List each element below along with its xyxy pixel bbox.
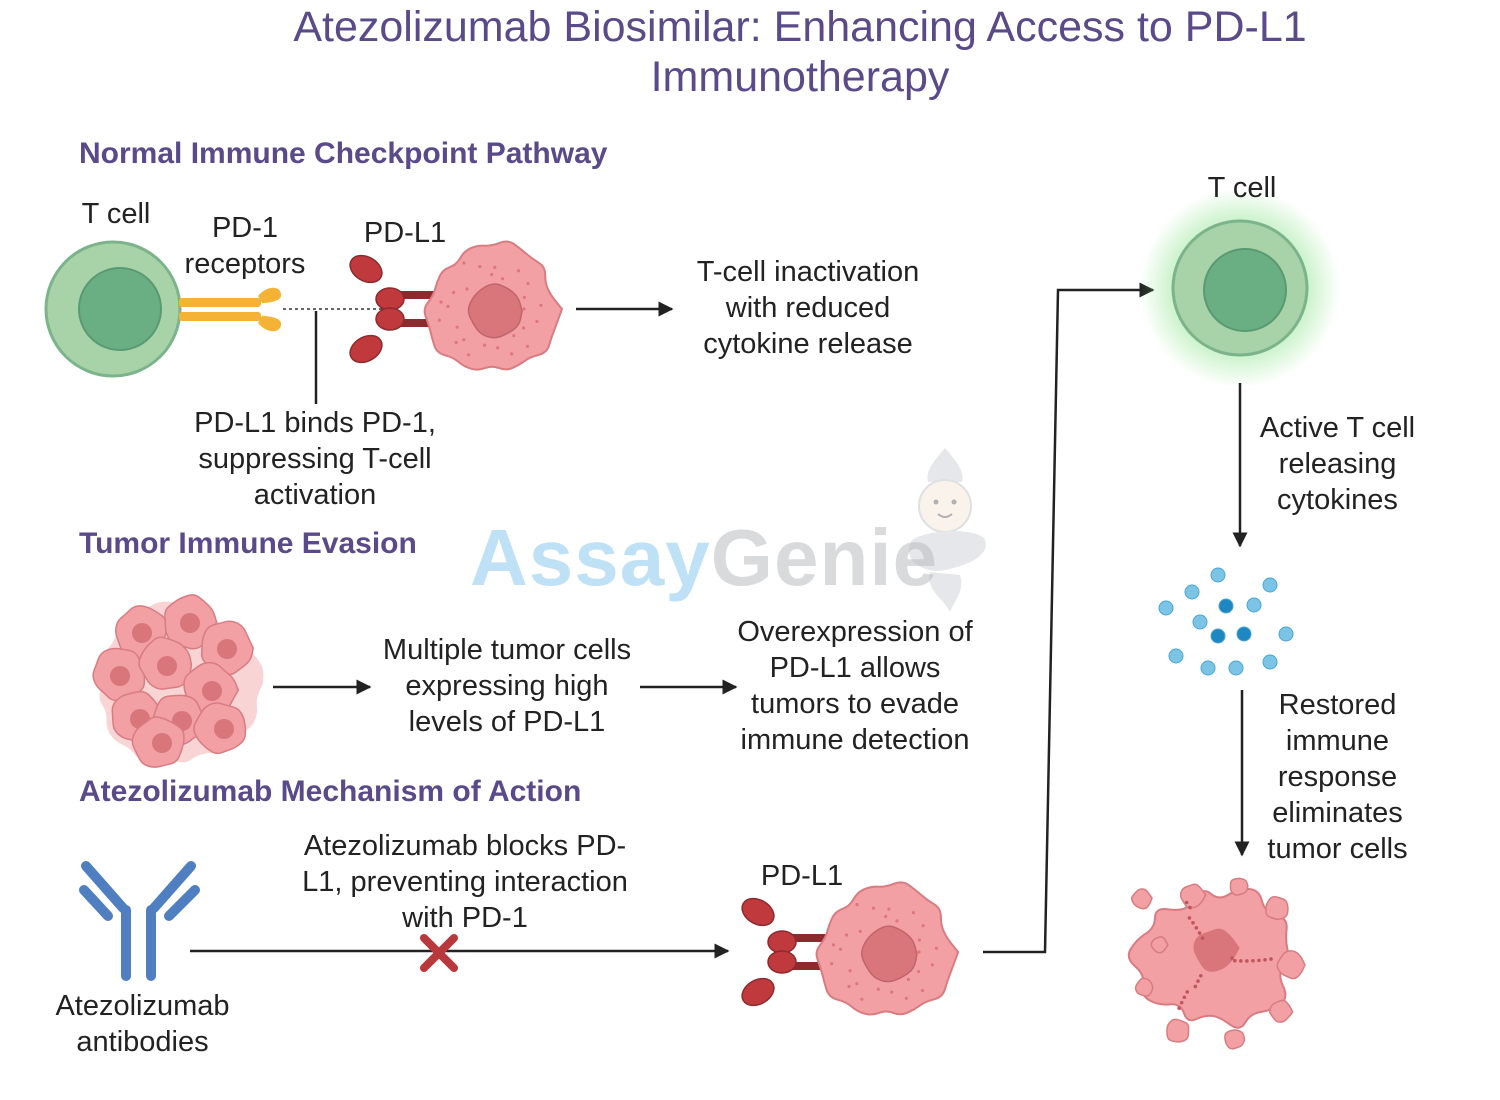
- inactivation-outcome: T-cell inactivation with reduced cytokin…: [668, 254, 948, 362]
- binding-note-line: activation: [253, 479, 377, 511]
- t-cell-icon: [44, 240, 182, 378]
- active-note-line: Active T cell: [1259, 412, 1416, 444]
- genie-icon: [908, 448, 986, 612]
- restored-note-line: eliminates: [1272, 797, 1403, 829]
- pd1-receptor-icon: [179, 287, 282, 332]
- title-line-2: Immunotherapy: [650, 53, 950, 101]
- block-x-icon: [420, 934, 458, 972]
- binding-note-line: PD-L1 binds PD-1,: [194, 407, 436, 439]
- evasion-step-1-line: Multiple tumor cells: [382, 634, 632, 666]
- evasion-step-1-line: expressing high: [405, 670, 609, 702]
- cytokine-icon: [1158, 567, 1294, 676]
- block-note-line: L1, preventing interaction: [302, 866, 628, 898]
- section-title-mechanism: Atezolizumab Mechanism of Action: [79, 775, 582, 808]
- title-line-1: Atezolizumab Biosimilar: Enhancing Acces…: [293, 3, 1307, 51]
- evasion-step-2-line: immune detection: [740, 724, 970, 756]
- evasion-step-2-line: Overexpression of: [737, 616, 973, 648]
- section-title-evasion: Tumor Immune Evasion: [79, 527, 417, 560]
- tumor-cell-icon: [349, 240, 564, 371]
- watermark-part-1: Assay: [470, 513, 711, 602]
- restored-note-line: tumor cells: [1267, 833, 1408, 865]
- antibody-label-line: Atezolizumab: [55, 990, 230, 1022]
- tumor-cell-icon: [741, 881, 960, 1016]
- section-title-normal: Normal Immune Checkpoint Pathway: [79, 137, 608, 170]
- active-t-cell-label: T cell: [1207, 172, 1277, 204]
- active-t-cell-icon: [1140, 188, 1340, 388]
- evasion-step-2-line: PD-L1 allows: [769, 652, 941, 684]
- pdl1-label-bottom: PD-L1: [760, 860, 844, 892]
- active-note-line: cytokines: [1277, 484, 1398, 516]
- binding-note: PD-L1 binds PD-1, suppressing T-cell act…: [160, 405, 470, 513]
- watermark: AssayGenie: [470, 512, 938, 604]
- antibody-label-line: antibodies: [76, 1026, 209, 1058]
- pd1-receptors-label: PD-1 receptors: [165, 210, 325, 282]
- restored-note-line: immune: [1285, 725, 1390, 757]
- page-title: Atezolizumab Biosimilar: Enhancing Acces…: [200, 2, 1400, 102]
- inactivation-outcome-line: with reduced: [725, 292, 891, 324]
- pdl1-ligand-icon: [349, 254, 438, 364]
- inactivation-outcome-line: T-cell inactivation: [696, 256, 920, 288]
- restored-response-note: Restored immune response eliminates tumo…: [1245, 687, 1430, 867]
- binding-note-line: suppressing T-cell: [198, 443, 432, 475]
- restored-note-line: Restored: [1278, 689, 1397, 721]
- pdl1-ligand-icon: [741, 897, 830, 1007]
- evasion-step-2: Overexpression of PD-L1 allows tumors to…: [710, 614, 1000, 758]
- antibody-label: Atezolizumab antibodies: [30, 988, 255, 1060]
- block-note-line: Atezolizumab blocks PD-: [303, 830, 627, 862]
- evasion-step-1: Multiple tumor cells expressing high lev…: [357, 632, 657, 740]
- pd1-receptors-label-line: PD-1: [211, 212, 279, 244]
- inactivation-outcome-line: cytokine release: [703, 328, 913, 360]
- restored-note-line: response: [1277, 761, 1398, 793]
- antibody-icon: [79, 861, 200, 981]
- pd1-receptors-label-line: receptors: [184, 248, 306, 280]
- active-t-cell-note: Active T cell releasing cytokines: [1240, 410, 1435, 518]
- t-cell-label: T cell: [81, 198, 151, 230]
- pdl1-label-top: PD-L1: [363, 217, 447, 249]
- evasion-step-2-line: tumors to evade: [751, 688, 959, 720]
- block-note-line: with PD-1: [402, 902, 528, 934]
- tumor-cluster-icon: [92, 594, 264, 768]
- dead-tumor-icon: [1127, 877, 1306, 1050]
- block-note: Atezolizumab blocks PD- L1, preventing i…: [275, 828, 655, 936]
- evasion-step-1-line: levels of PD-L1: [408, 706, 606, 738]
- arrow-to-active-tcell: [983, 282, 1155, 954]
- watermark-part-2: Genie: [710, 513, 939, 602]
- active-note-line: releasing: [1278, 448, 1397, 480]
